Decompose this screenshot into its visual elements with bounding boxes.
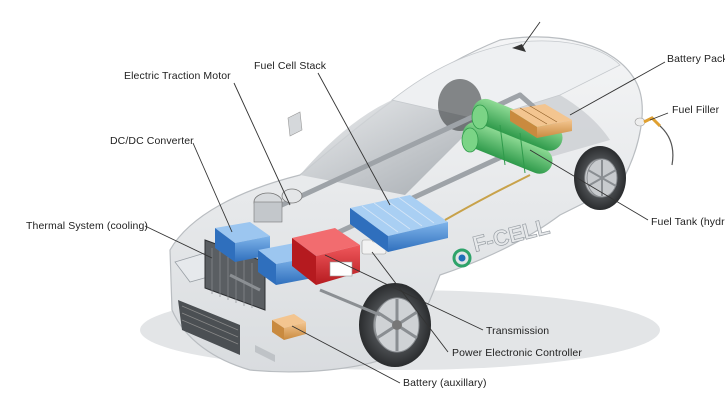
leader-line-electric-traction-motor — [233, 82, 291, 206]
f-cell-badge-logo — [452, 248, 472, 268]
label-battery-auxiliary: Battery (auxillary) — [403, 377, 487, 389]
label-transmission: Transmission — [486, 325, 550, 337]
transmission-unit — [292, 228, 360, 285]
battery-pack-unit — [510, 104, 572, 138]
leader-line-antenna — [519, 21, 541, 51]
auxiliary-battery-unit — [272, 314, 306, 340]
leader-lines — [144, 21, 669, 384]
label-battery-pack: Battery Pack — [667, 53, 725, 65]
leader-line-thermal-system — [144, 225, 213, 259]
windshield — [300, 100, 480, 195]
leader-line-fuel-filler — [649, 112, 669, 121]
leader-line-fuel-cell-stack — [317, 72, 391, 206]
leader-line-battery-pack — [569, 61, 666, 116]
label-power-electronic-controller: Power Electronic Controller — [452, 347, 582, 359]
rear-wheel — [574, 146, 626, 210]
fuel-filler-unit — [634, 116, 674, 166]
leader-line-power-electronic-controller — [371, 251, 449, 353]
leader-line-battery-auxiliary — [291, 325, 401, 384]
leader-line-dc-dc-converter — [192, 142, 233, 233]
grille-slats — [181, 305, 239, 345]
label-fuel-tank: Fuel Tank (hydrogen) — [651, 216, 725, 228]
label-fuel-cell-stack: Fuel Cell Stack — [254, 60, 327, 72]
hydrogen-line — [444, 174, 531, 221]
label-electric-traction-motor: Electric Traction Motor — [124, 70, 231, 82]
front-wheel — [359, 283, 431, 367]
label-dc-dc-converter: DC/DC Converter — [110, 135, 194, 147]
leader-line-transmission — [324, 254, 484, 331]
front-grille — [178, 300, 240, 355]
fog-light — [255, 345, 275, 362]
label-fuel-filler: Fuel Filler — [672, 104, 720, 116]
label-thermal-system: Thermal System (cooling) — [26, 220, 149, 232]
side-mirror — [287, 111, 303, 137]
drive-shafts — [229, 273, 381, 317]
traction-motor — [253, 188, 303, 223]
fuel-cell-stack-unit — [350, 195, 448, 252]
leader-line-fuel-tank — [529, 149, 649, 221]
